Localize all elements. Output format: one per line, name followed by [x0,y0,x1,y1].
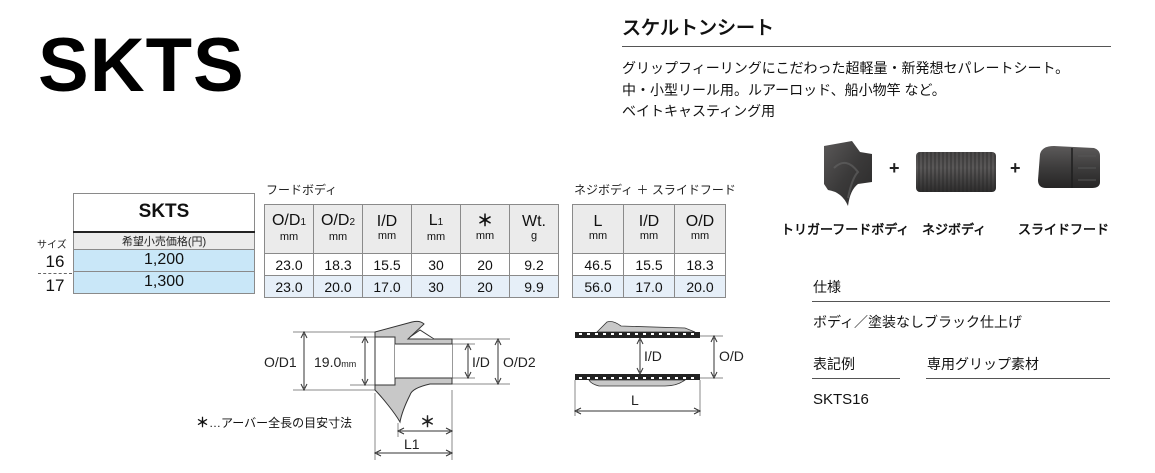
table-cell: 23.0 [264,253,314,276]
slide-hood-image [1038,146,1100,188]
table-cell: 18.3 [674,253,726,276]
notation-heading: 表記例 [813,356,855,372]
price-table-model: SKTS [73,193,255,233]
spec-heading: 仕様 [813,279,841,295]
product-name: スケルトンシート [622,18,775,39]
table-cell: 9.2 [509,253,559,276]
svg-text:19.0mm: 19.0mm [314,354,356,370]
table-cell: 20 [460,253,510,276]
spec-divider [812,301,1110,302]
part-label: ネジボディ [922,222,987,237]
table-row: 56.0 17.0 20.0 [572,275,726,298]
plus-sign: + [889,158,900,178]
grip-heading: 専用グリップ素材 [927,356,1039,372]
part-label: スライドフード [1018,222,1110,237]
table-cell: 20.0 [313,275,363,298]
table-cell: 15.5 [362,253,412,276]
price-table: SKTS 希望小売価格(円) 1,200 1,300 [73,193,255,294]
spec-value: ボディ／塗装なしブラック仕上げ [813,314,1023,330]
svg-text:I/D: I/D [644,348,662,364]
plus-sign: + [1010,158,1021,178]
svg-text:L1: L1 [404,436,420,452]
table-cell: 20.0 [674,275,726,298]
notation-value: SKTS16 [813,391,869,408]
table-row: 23.0 20.0 17.0 30 20 9.9 [264,275,559,298]
svg-text:O/D2: O/D2 [503,354,536,370]
grip-divider [926,378,1110,379]
table-row: 46.5 15.5 18.3 [572,253,726,276]
table-cell: 9.9 [509,275,559,298]
size-label: サイズ [37,240,67,251]
description-line: ベイトキャスティング用 [622,103,776,119]
diagram-note: ＊…アーバー全長の目安寸法 [196,415,353,430]
size-divider [38,273,72,274]
column-header: ＊mm [460,204,510,254]
column-header: Wt.g [509,204,559,254]
table-cell: 46.5 [572,253,624,276]
svg-text:O/D: O/D [719,348,744,364]
table-cell: 15.5 [623,253,675,276]
table-cell: 56.0 [572,275,624,298]
price-cell: 1,200 [73,248,255,272]
table-cell: 17.0 [623,275,675,298]
notation-divider [812,378,900,379]
table-cell: 23.0 [264,275,314,298]
size-value: 17 [45,276,65,295]
screw-body-diagram: I/D O/D L [573,321,744,416]
description-line: 中・小型リール用。ルアーロッド、船小物竿 など。 [622,81,946,98]
table-cell: 18.3 [313,253,363,276]
hood-body-diagram: O/D1 19.0mm I/D O/D2 ＊ L1 [264,320,536,460]
svg-text:I/D: I/D [472,354,490,370]
table-cell: 17.0 [362,275,412,298]
size-value: 16 [45,252,65,271]
screw-body-label: ネジボディ ＋ スライドフード [574,183,736,197]
price-table-header: 希望小売価格(円) [73,231,255,250]
trigger-hood-body-image [824,141,872,206]
model-title: SKTS [38,23,245,108]
header-divider [622,46,1111,47]
screw-body-image [916,152,996,192]
table-row: 23.0 18.3 15.5 30 20 9.2 [264,253,559,276]
table-cell: 30 [411,253,461,276]
svg-text:L: L [631,392,639,408]
part-label: トリガーフードボディ [781,222,910,237]
table-cell: 20 [460,275,510,298]
hood-body-label: フードボディ [266,183,338,197]
product-description: グリップフィーリングにこだわった超軽量・新発想セパレートシート。 中・小型リール… [622,58,1069,123]
svg-text:＊: ＊ [420,413,435,431]
description-line: グリップフィーリングにこだわった超軽量・新発想セパレートシート。 [622,60,1070,76]
svg-text:O/D1: O/D1 [264,354,297,370]
price-cell: 1,300 [73,270,255,294]
table-cell: 30 [411,275,461,298]
